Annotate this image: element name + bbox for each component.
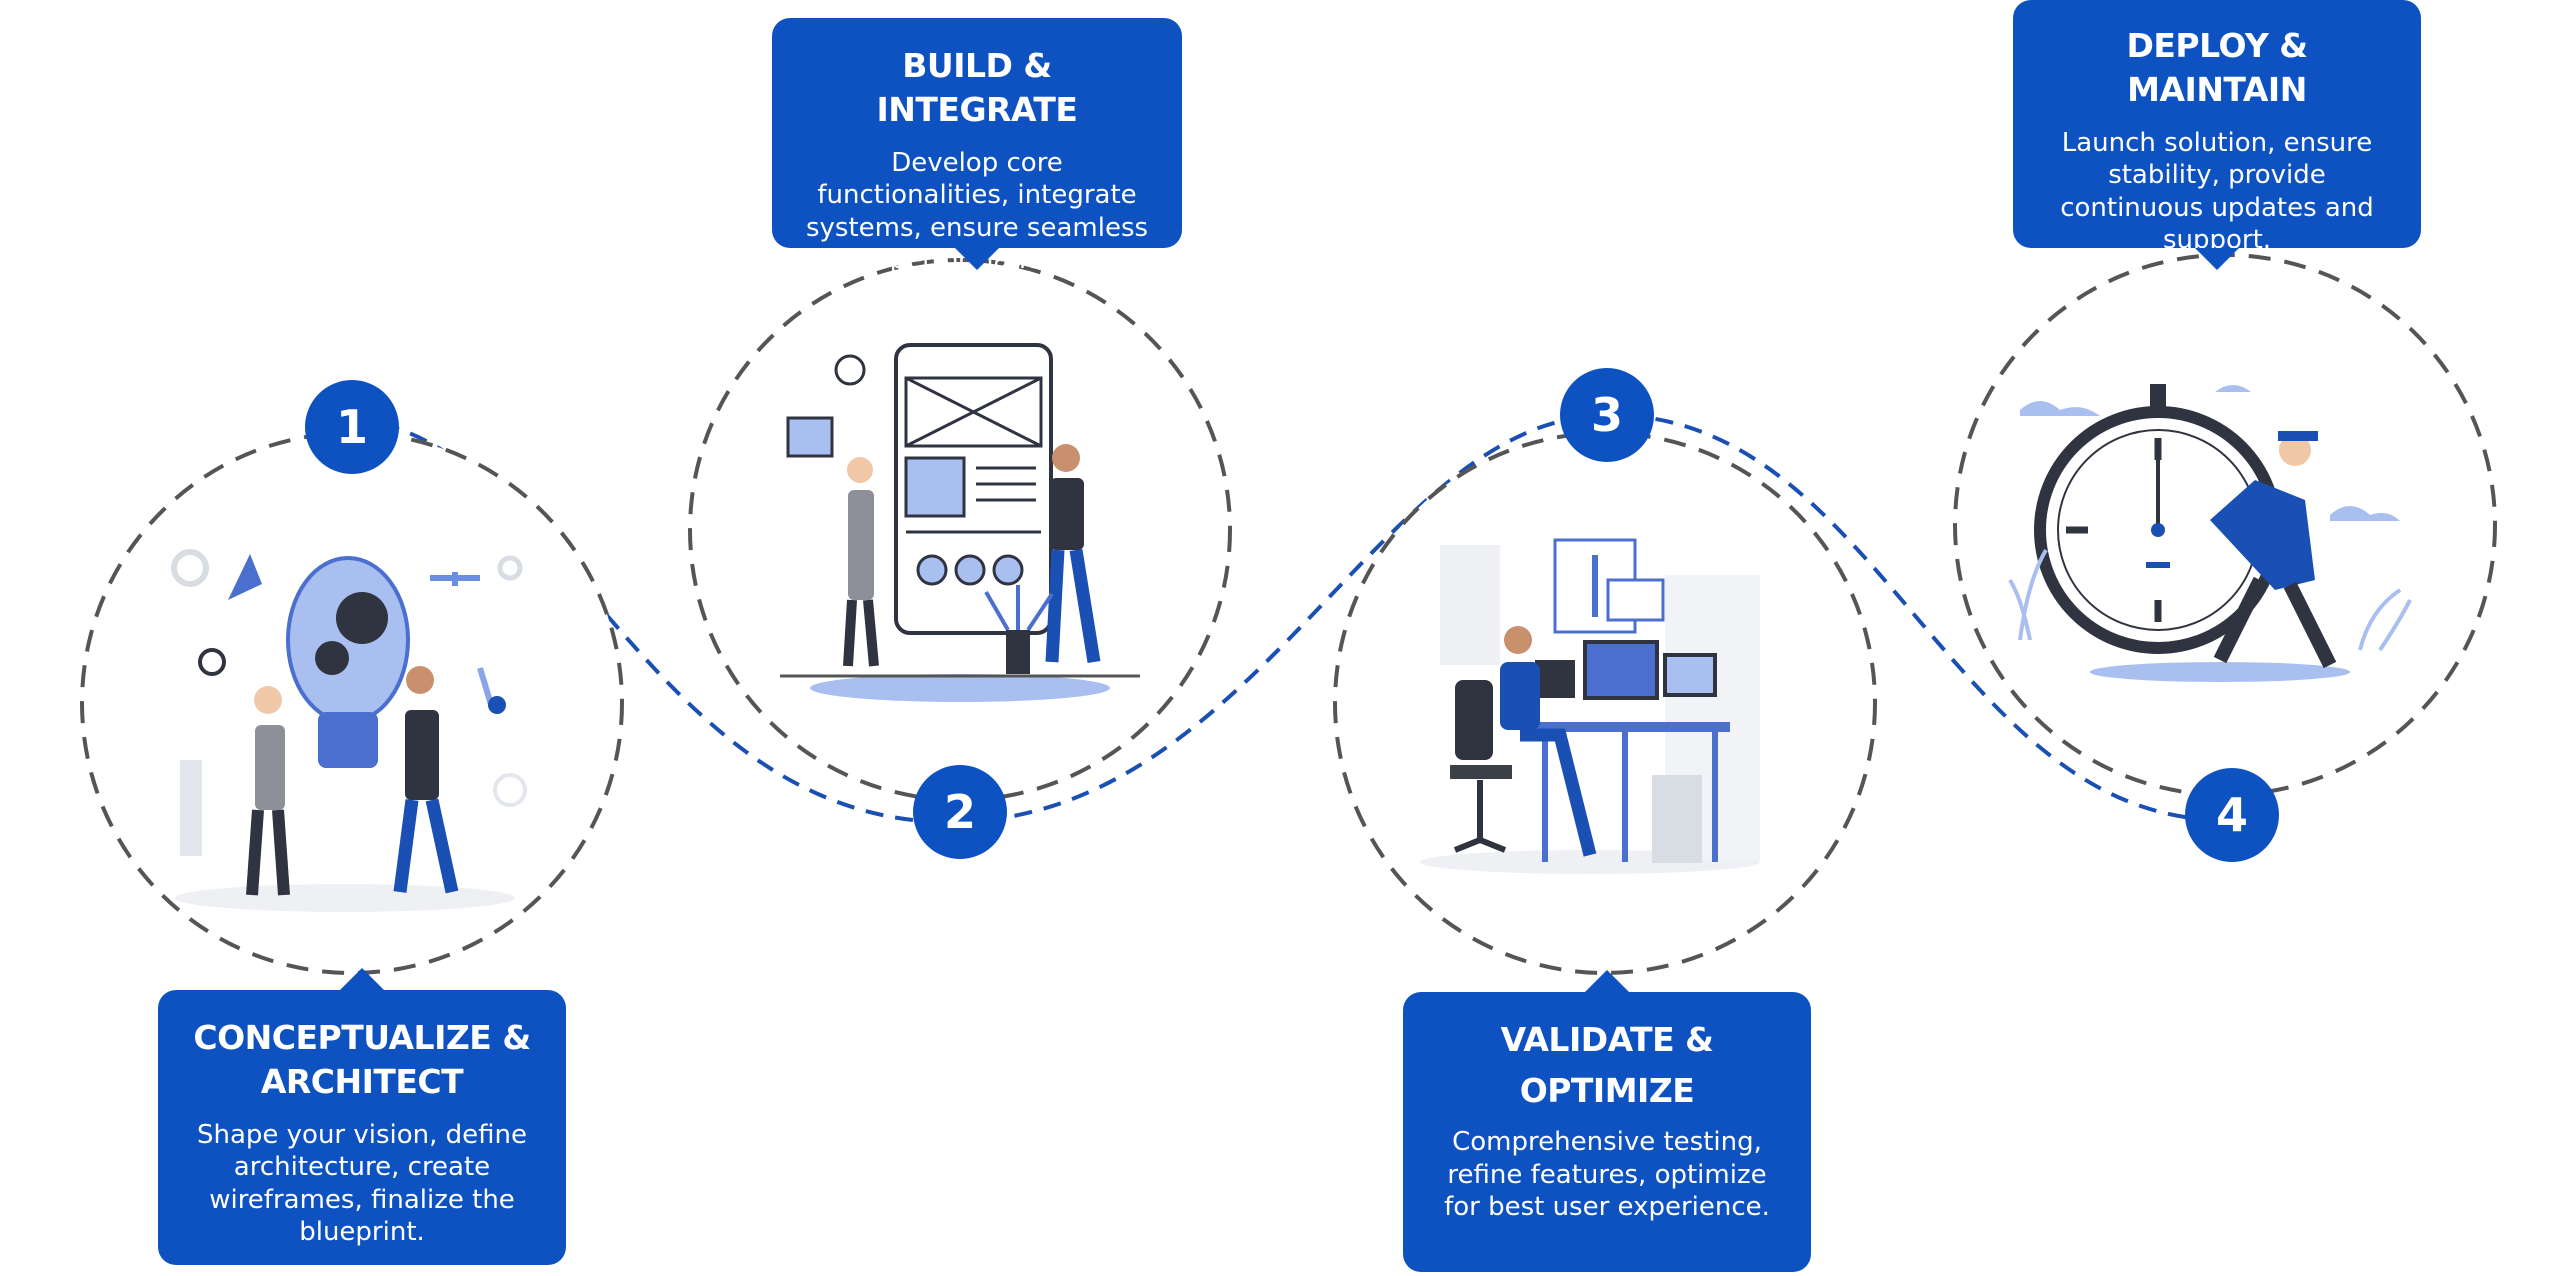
step-2-number-badge: 2	[913, 765, 1007, 859]
step-1-number-badge: 1	[305, 380, 399, 474]
step-2-description: Develop core functionalities, integrate …	[805, 148, 1149, 275]
step-4-card: DEPLOY & MAINTAIN Launch solution, ensur…	[2013, 0, 2421, 270]
step-1-card: CONCEPTUALIZE & ARCHITECT Shape your vis…	[158, 968, 566, 1265]
step-3-number-badge: 3	[1560, 368, 1654, 462]
step-3-ring	[1333, 431, 1877, 975]
lightbulb-team-illustration	[171, 549, 527, 912]
connector-path	[351, 412, 2226, 825]
step-1-card-pointer	[340, 968, 384, 990]
step-2-card-pointer	[955, 248, 999, 270]
step-3-title: VALIDATE & OPTIMIZE	[1500, 1020, 1714, 1111]
step-4-title: DEPLOY & MAINTAIN	[2126, 26, 2308, 109]
step-3-card-pointer	[1585, 970, 1629, 992]
step-4-description: Launch solution, ensure stability, provi…	[2060, 128, 2374, 255]
step-4-number-badge: 4	[2185, 768, 2279, 862]
step-2-card: BUILD & INTEGRATE Develop core functiona…	[772, 18, 1182, 275]
stopwatch-runner-illustration	[2008, 384, 2412, 682]
workstation-testing-illustration	[1420, 538, 1760, 874]
wireframe-board-illustration	[780, 343, 1140, 702]
step-3-card: VALIDATE & OPTIMIZE Comprehensive testin…	[1403, 970, 1811, 1272]
step-1-title: CONCEPTUALIZE & ARCHITECT	[193, 1018, 531, 1101]
step-1-description: Shape your vision, define architecture, …	[196, 1120, 528, 1247]
step-3-description: Comprehensive testing, refine features, …	[1444, 1127, 1770, 1222]
step-2-title: BUILD & INTEGRATE	[876, 46, 1078, 129]
step-4-card-pointer	[2195, 248, 2239, 270]
